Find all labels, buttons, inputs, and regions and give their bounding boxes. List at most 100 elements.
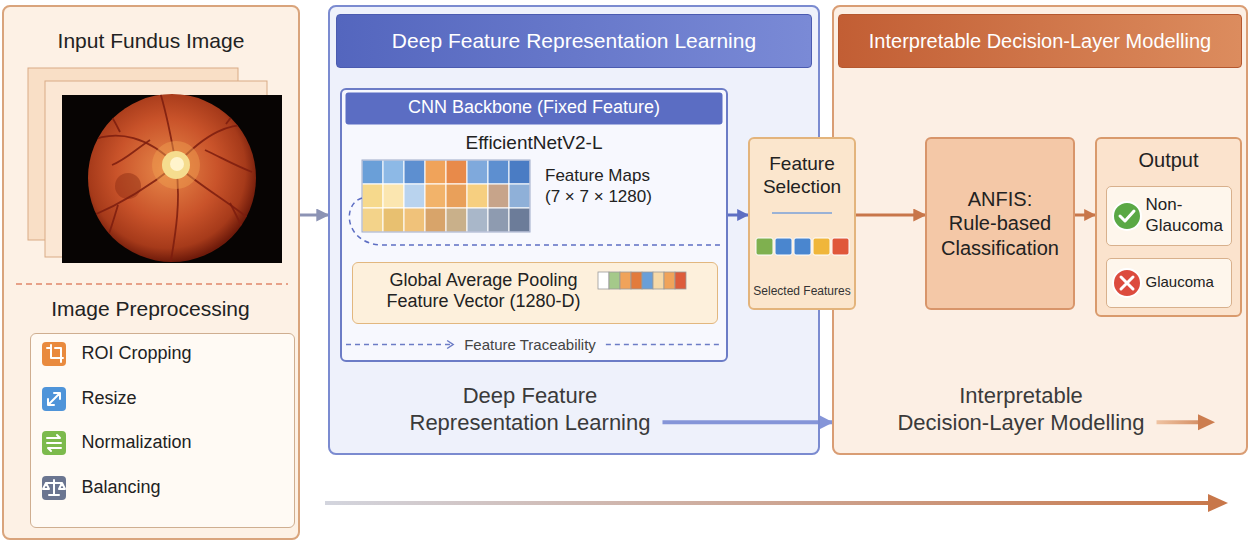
text-word: Input [58, 29, 105, 52]
text-word: × [565, 187, 575, 206]
retina-vessel [96, 98, 120, 132]
text-word: Global [390, 270, 442, 290]
feature-map-cell [467, 208, 488, 232]
class-box: Glaucoma [1106, 258, 1232, 308]
text-word: Features [803, 284, 850, 298]
text-word: Decision-Layer [987, 30, 1120, 52]
decision-panel: Interpretable Decision-Layer ModellingIn… [832, 5, 1248, 455]
feature-map-cell [467, 160, 488, 184]
vector-swatch [631, 272, 642, 289]
icon-symbol [47, 435, 61, 451]
node-text: Glaucoma [1146, 273, 1228, 291]
feature-map-cell [383, 160, 404, 184]
check-icon [1113, 202, 1141, 230]
node-text: Normalization [82, 432, 282, 454]
text-word: Image [186, 29, 244, 52]
node-text: Feature Maps (7 × 7 × 1280) [545, 166, 663, 207]
text-word: Learning [565, 410, 651, 435]
text-word: Balancing [82, 477, 161, 497]
vector-swatch [598, 272, 609, 289]
text-word: Feature [386, 291, 448, 311]
feature-map-cell [425, 160, 446, 184]
text-word: Deep [392, 29, 442, 52]
icon-symbol [43, 480, 65, 495]
vector-swatch [675, 272, 686, 289]
text-word: Feature) [592, 97, 660, 117]
feature-map-cell [446, 208, 467, 232]
traceability-line [346, 344, 452, 346]
feature-map-cell [488, 208, 509, 232]
feature-map-cell [467, 184, 488, 208]
fundus-retina [88, 94, 256, 262]
node-text: Input Fundus Image [10, 28, 292, 54]
node-text: CNN Backbone (Fixed Feature) [346, 97, 722, 119]
text-word: (Fixed [537, 97, 587, 117]
node-text: Feature Traceability [440, 336, 620, 354]
retina-vessel [226, 98, 250, 124]
retina-vessel [92, 165, 176, 216]
selected-feature [813, 238, 830, 255]
traceability-line [606, 344, 722, 346]
optic-cup [170, 157, 184, 171]
text-word: Feature [521, 383, 597, 408]
text-word: Normalization [82, 432, 192, 452]
text-word: Representation [526, 29, 668, 52]
retina-vessel [205, 150, 252, 172]
feature-map-cell [446, 160, 467, 184]
feature-map-cell [509, 160, 530, 184]
text-word: Representation [410, 410, 559, 435]
text-word: ANFIS: [968, 188, 1032, 210]
feature-learning-panel: Deep Feature Representation LearningDeep… [328, 5, 820, 455]
flow-connector [856, 214, 925, 217]
node-text: Output [1099, 148, 1238, 172]
fovea [115, 173, 141, 199]
text-word: 1280) [608, 187, 651, 206]
node-text: Deep Feature Representation Learning [395, 383, 665, 437]
flow-connector [1075, 214, 1095, 217]
selected-feature [832, 238, 849, 255]
text-word: Interpretable [869, 30, 981, 52]
retina-vessel [100, 205, 118, 252]
separator-line [772, 212, 832, 214]
text-word: Learning [674, 29, 756, 52]
text-word: Interpretable [959, 383, 1083, 408]
text-word: Modelling [1126, 30, 1212, 52]
flow-connector [728, 214, 748, 217]
feature-trace-line [349, 198, 722, 245]
selected-feature [756, 238, 773, 255]
icon-tile [42, 342, 66, 366]
panel-fill [2, 5, 300, 540]
selected-feature [794, 238, 811, 255]
retina-vessel [176, 165, 260, 228]
icon-symbol [47, 345, 63, 362]
flow-arrowhead [1208, 494, 1228, 512]
text-word: × [594, 187, 604, 206]
text-word: Backbone [452, 97, 532, 117]
node-text: ROI Cropping [82, 343, 282, 365]
feature-map-cell [446, 184, 467, 208]
retina-vessel [160, 92, 176, 165]
feature-map-cell [425, 184, 446, 208]
panel-fill [328, 5, 820, 455]
preprocessing-box: Image PreprocessingROI CroppingResizeNor… [30, 333, 295, 528]
icon-tile [42, 431, 66, 455]
node-text: Global Average Pooling Feature Vector (1… [366, 270, 602, 314]
text-word: CNN [408, 97, 447, 117]
text-word: Glaucoma [1146, 273, 1214, 290]
vector-swatch [642, 272, 653, 289]
feature-map-cell [362, 160, 383, 184]
feature-map-cell [404, 160, 425, 184]
vector-swatch [664, 272, 675, 289]
vector-swatch [609, 272, 620, 289]
output-box: OutputNon-GlaucomaGlaucoma [1095, 137, 1242, 317]
text-word: 7 [580, 187, 589, 206]
node-text: ANFIS: Rule-based Classification [929, 187, 1071, 260]
feature-map-cell [488, 160, 509, 184]
traceability-arrowhead [447, 341, 453, 349]
text-word: Selected [753, 284, 800, 298]
feature-map-cell [362, 184, 383, 208]
node-text: Image Preprocessing [10, 296, 292, 322]
optic-disc [162, 151, 190, 179]
text-word: Feature [545, 166, 604, 185]
